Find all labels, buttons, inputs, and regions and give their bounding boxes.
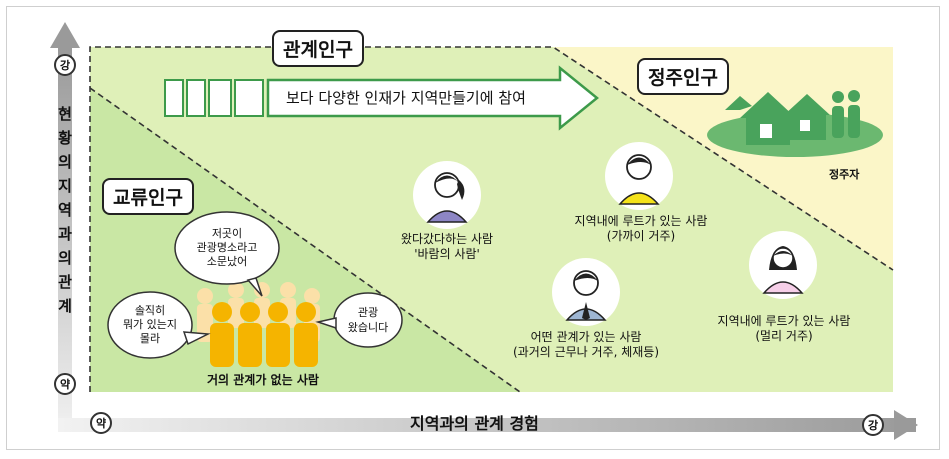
x-axis-weak-label: 약: [90, 412, 112, 434]
caption-line: 지역내에 루트가 있는 사람: [717, 314, 851, 328]
caption-line: 지역내에 루트가 있는 사람: [574, 214, 708, 228]
person-root-far-icon: [762, 246, 804, 294]
y-axis-char: 현: [58, 105, 72, 123]
bubble-line: 관광명소라고: [196, 241, 258, 254]
bubble-tour-text: 관광 왔습니다: [338, 305, 398, 335]
person-root-far-caption: 지역내에 루트가 있는 사람 (멀리 거주): [706, 314, 862, 344]
no-relation-caption: 거의 관계가 없는 사람: [207, 373, 319, 387]
settled-caption: 정주자: [829, 168, 860, 181]
bubble-line: 관광: [357, 306, 379, 319]
y-axis-char: 계: [58, 297, 72, 315]
caption-line: 왔다갔다하는 사람: [400, 232, 494, 246]
participation-arrow: [164, 65, 599, 131]
house-icon: [707, 90, 883, 157]
relation-border: [89, 46, 894, 392]
y-axis-char: 관: [58, 273, 72, 291]
caption-line: 어떤 관계가 있는 사람: [530, 330, 642, 344]
bubble-line: 소문났어: [206, 255, 248, 268]
y-axis-title: 현 황 의 지 역 과 의 관 계: [56, 102, 74, 318]
bubble-honest-text: 솔직히 뭐가 있는지 몰라: [110, 304, 190, 346]
y-axis-weak-label: 약: [54, 373, 76, 395]
relation-population-label: 관계인구: [272, 30, 364, 67]
y-axis-char: 지: [58, 177, 72, 195]
y-axis-char: 역: [58, 201, 72, 219]
person-root-near-caption: 지역내에 루트가 있는 사람 (가까이 거주): [566, 214, 716, 244]
crowd-icon: [197, 282, 320, 367]
exchange-population-label: 교류인구: [102, 178, 194, 215]
bubble-honest-shape: [107, 291, 211, 359]
person-root-near-icon: [618, 154, 660, 205]
y-axis-strong-label: 강: [54, 54, 76, 76]
caption-line: '바람의 사람': [414, 247, 480, 261]
caption-line: (가까이 거주): [606, 229, 676, 243]
x-axis-title: 지역과의 관계 경험: [410, 414, 539, 433]
person-some-relation-caption: 어떤 관계가 있는 사람 (과거의 근무나 거주, 체재등): [496, 330, 676, 360]
y-axis-char: 황: [58, 129, 72, 147]
person-wind-icon: [426, 172, 468, 223]
bubble-famous-text: 저곳이 관광명소라고 소문났어: [177, 227, 277, 269]
exchange-border: [89, 87, 521, 393]
participation-arrow-text: 보다 다양한 인재가 지역만들기에 참여: [286, 89, 526, 107]
bubble-line: 왔습니다: [347, 321, 389, 334]
settled-population-label: 정주인구: [637, 58, 729, 95]
y-axis-char: 의: [58, 153, 72, 171]
person-wind-caption: 왔다갔다하는 사람 '바람의 사람': [377, 232, 517, 262]
x-axis-strong-label: 강: [862, 414, 884, 436]
bubble-tour-shape: [315, 292, 403, 348]
caption-line: (멀리 거주): [755, 329, 813, 343]
bubble-line: 몰라: [139, 332, 161, 345]
y-axis-arrow: [58, 48, 72, 428]
x-axis-arrow: [58, 418, 916, 432]
y-axis-char: 의: [58, 249, 72, 267]
bubble-line: 저곳이: [211, 227, 243, 240]
person-some-relation-icon: [565, 270, 607, 321]
caption-line: (과거의 근무나 거주, 체재등): [512, 345, 660, 359]
bubble-line: 뭐가 있는지: [122, 318, 178, 331]
y-axis-char: 과: [58, 225, 72, 243]
bubble-famous-shape: [174, 211, 280, 297]
bubble-line: 솔직히: [134, 304, 166, 317]
